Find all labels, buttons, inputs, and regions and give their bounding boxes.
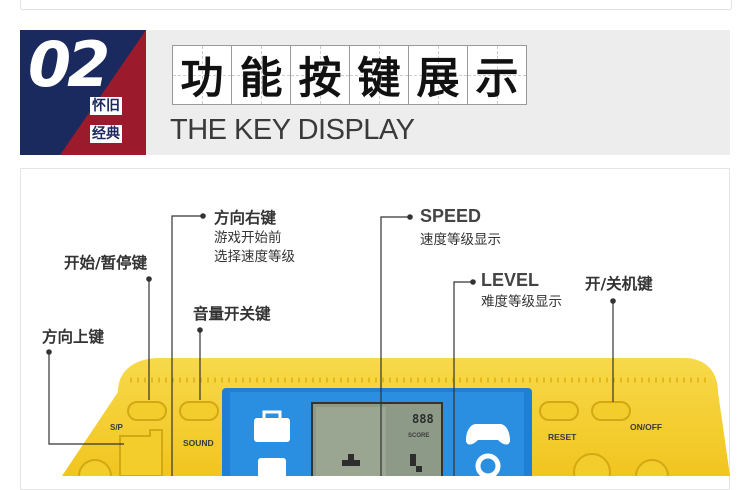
section-number-badge: 02 怀旧 经典 — [20, 30, 146, 155]
sound-button — [179, 401, 219, 421]
rotate-button — [573, 453, 611, 476]
speed-label: SPEED — [420, 206, 482, 226]
previous-section-card — [20, 0, 732, 10]
title-char: 展 — [408, 45, 467, 105]
gamepad-icon — [466, 424, 510, 445]
right-key-desc-2: 选择速度等级 — [214, 249, 295, 265]
dpad — [119, 429, 163, 476]
sp-label: S/P — [110, 423, 123, 432]
tetris-blocks — [342, 454, 422, 472]
title-char: 按 — [290, 45, 349, 105]
right-key-label: 方向右键 — [214, 209, 277, 227]
toolbox-icon — [254, 418, 290, 442]
power-key-label: 开/关机键 — [585, 275, 653, 293]
section-header: 02 怀旧 经典 功 能 按 键 展 示 THE KEY DISPLAY — [20, 30, 730, 155]
callout-lines — [46, 213, 616, 476]
level-desc: 难度等级显示 — [481, 294, 562, 310]
badge-tag-1: 怀旧 — [90, 97, 122, 115]
reset-label: RESET — [548, 432, 577, 442]
section-number: 02 — [28, 30, 110, 101]
onoff-button — [591, 401, 631, 421]
action-button — [635, 459, 669, 476]
chinese-title: 功 能 按 键 展 示 — [172, 45, 527, 105]
badge-tag-2: 经典 — [90, 125, 122, 143]
right-key-desc-1: 游戏开始前 — [214, 230, 282, 246]
speed-desc: 速度等级显示 — [420, 232, 501, 248]
sound-label: SOUND — [183, 438, 214, 448]
game-device-illustration — [62, 358, 730, 476]
onoff-label: ON/OFF — [630, 422, 663, 432]
score-value: 888 — [412, 412, 434, 426]
camera-icon — [258, 458, 286, 476]
refresh-icon — [475, 453, 501, 476]
score-label: SCORE — [408, 433, 430, 439]
title-char: 功 — [172, 45, 231, 105]
title-char: 示 — [467, 45, 527, 105]
level-label: LEVEL — [481, 270, 540, 290]
up-key-label: 方向上键 — [42, 328, 105, 346]
title-char: 键 — [349, 45, 408, 105]
sp-button — [127, 401, 167, 421]
volume-key-label: 音量开关键 — [193, 305, 271, 323]
english-title: THE KEY DISPLAY — [170, 114, 415, 146]
reset-button — [539, 401, 579, 421]
start-pause-label: 开始/暂停键 — [64, 254, 148, 272]
title-char: 能 — [231, 45, 290, 105]
left-lower-button — [78, 459, 112, 476]
